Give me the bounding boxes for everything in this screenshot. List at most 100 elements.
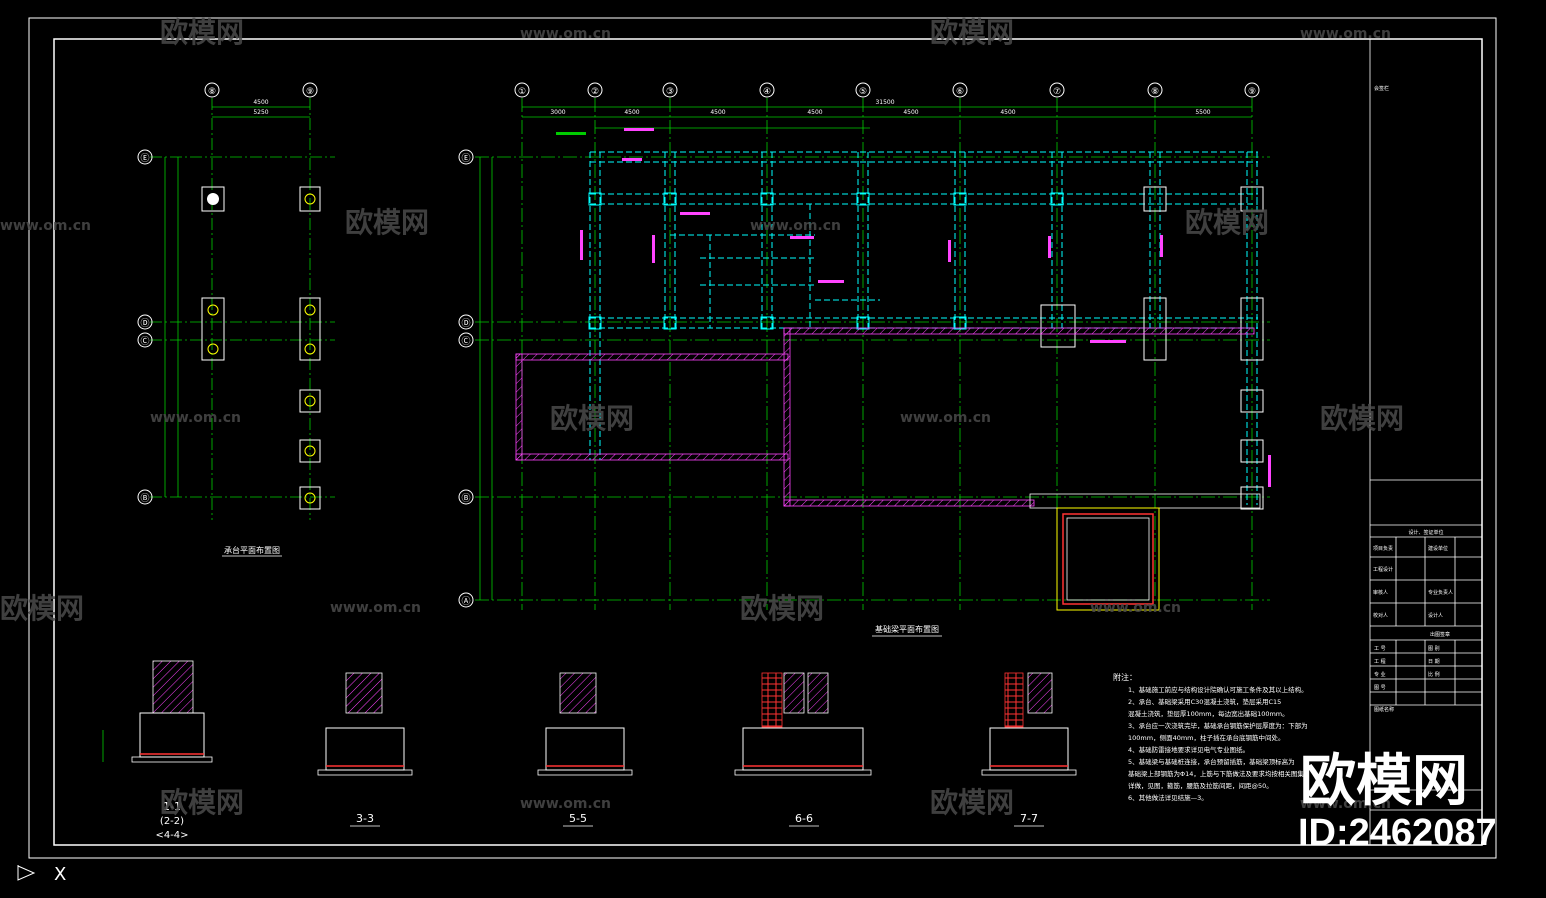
pit-box xyxy=(1056,507,1160,611)
tb-mid-3: 图 号 xyxy=(1374,685,1386,691)
grid-col-4: ④ xyxy=(763,87,771,97)
watermark-brand: 欧模网 xyxy=(1185,206,1269,239)
watermark-brand: 欧模网 xyxy=(1320,402,1404,435)
title-block-text: 会签栏 设计、签证单位 项目负责 工程设计 审核人 校对人 建设单位 专业负责人… xyxy=(1373,85,1453,713)
grid-col-1: ① xyxy=(518,87,526,97)
beam-annotations xyxy=(580,128,1271,487)
tb-row-1: 项目负责 xyxy=(1373,545,1393,552)
tb-midr-0: 图 别 xyxy=(1428,645,1440,652)
note-line: 6、其他做法详见结施—3。 xyxy=(1128,793,1208,802)
tb-bottom-label: 图纸名称 xyxy=(1374,706,1394,713)
section-label-7-7: 7-7 xyxy=(1020,812,1038,825)
watermark-url: www.om.cn xyxy=(0,218,91,234)
inner-border xyxy=(53,38,1483,846)
note-line: 混凝土浇筑，垫层厚100mm，每边宽出基础100mm。 xyxy=(1128,709,1289,718)
grid-col-9: ⑨ xyxy=(1248,87,1256,97)
dim-small-top2: 5250 xyxy=(253,109,268,116)
watermark-brand: 欧模网 xyxy=(345,206,429,239)
tb-midr-2: 比 例 xyxy=(1428,671,1440,678)
section-sub-2-2: (2-2) xyxy=(160,816,184,827)
grid-label-9: ⑨ xyxy=(306,87,314,97)
grid-row-e-small: Ⓔ xyxy=(140,153,149,164)
watermark-brand: 欧模网 xyxy=(160,786,244,819)
grid-col-8: ⑧ xyxy=(1151,87,1159,97)
tb-row-0: 设计、签证单位 xyxy=(1408,529,1443,536)
ucs-x-label: X xyxy=(54,864,66,885)
grid-row-e: Ⓔ xyxy=(461,153,470,164)
watermark-id: ID:2462087 xyxy=(1298,812,1497,854)
section-6-6: 6-6 xyxy=(734,672,872,827)
dim-small-top: 4500 xyxy=(253,99,268,106)
grid-row-b-small: Ⓑ xyxy=(140,493,149,504)
note-line: 基础梁上部钢筋为Φ14，上筋与下筋做法及要求均按相关图集 xyxy=(1128,769,1304,778)
grid-row-c: Ⓒ xyxy=(461,336,470,347)
watermark-brand: 欧模网 xyxy=(930,786,1014,819)
tb-mid-0: 工 号 xyxy=(1374,646,1386,652)
overall-dimension: 31500 xyxy=(875,99,894,106)
tb-right-3: 设计人 xyxy=(1428,612,1443,619)
tb-row-2: 工程设计 xyxy=(1373,566,1393,573)
tb-row-3: 审核人 xyxy=(1373,589,1388,596)
grid-col-7: ⑦ xyxy=(1053,87,1061,97)
grid-row-d: Ⓓ xyxy=(461,318,470,329)
note-line: 5、基础梁与基础桩连接，承台预留插筋，基础梁顶标高为 xyxy=(1128,757,1295,766)
watermark-brand: 欧模网 xyxy=(160,16,244,49)
grid-col-5: ⑤ xyxy=(859,87,867,97)
watermark-url: www.om.cn xyxy=(1300,26,1391,42)
watermark-brand-large: 欧模网 xyxy=(1300,749,1468,812)
bay-dim-2: 4500 xyxy=(624,109,639,116)
watermark-url: www.om.cn xyxy=(750,218,841,234)
section-label-1-1: 1-1 xyxy=(163,800,181,813)
grid-column-labels: ① ② ③ ④ ⑤ ⑥ ⑦ ⑧ ⑨ xyxy=(514,82,1260,98)
section-3-3: 3-3 xyxy=(317,672,413,827)
grid-col-6: ⑥ xyxy=(956,87,964,97)
watermark-brand: 欧模网 xyxy=(550,402,634,435)
tb-midr-1: 日 期 xyxy=(1428,659,1440,665)
note-line: 100mm，侧面40mm，柱子插在承台底钢筋中间处。 xyxy=(1128,733,1285,742)
watermark-url: www.om.cn xyxy=(520,26,611,42)
watermark-brand: 欧模网 xyxy=(0,592,84,625)
note-line: 1、基础施工前应与结构设计院确认可施工条件及其以上结构。 xyxy=(1128,685,1308,694)
section-label-6-6: 6-6 xyxy=(795,812,813,825)
section-sub-4-4: <4-4> xyxy=(155,830,188,841)
watermark-brand: 欧模网 xyxy=(740,592,824,625)
notes-heading: 附注： xyxy=(1113,672,1137,682)
grid-row-b: Ⓑ xyxy=(461,493,470,504)
watermark-url: www.om.cn xyxy=(520,796,611,812)
watermark-url: www.om.cn xyxy=(900,410,991,426)
bay-dim-1: 3000 xyxy=(550,109,565,116)
grid-col-2: ② xyxy=(591,87,599,97)
bay-dim-3: 4500 xyxy=(710,109,725,116)
tb-mid-2: 专 业 xyxy=(1374,671,1386,678)
ground-beam-walls xyxy=(515,327,1261,509)
pile-cap-plan-title: 承台平面布置图 xyxy=(224,545,280,555)
section-5-5: 5-5 xyxy=(537,672,633,827)
note-line: 4、基础防雷接地要求详见电气专业图纸。 xyxy=(1128,745,1249,754)
grid-col-3: ③ xyxy=(666,87,674,97)
note-line: 2、承台、基础梁采用C30混凝土浇筑，垫层采用C15 xyxy=(1128,697,1281,706)
tb-mid-header: 出图签章 xyxy=(1430,631,1450,638)
bay-dim-6: 4500 xyxy=(1000,109,1015,116)
grid-label-8: ⑧ xyxy=(208,87,216,97)
grid-row-c-small: Ⓒ xyxy=(140,336,149,347)
outer-border xyxy=(28,17,1497,859)
section-label-5-5: 5-5 xyxy=(569,812,587,825)
bay-dim-7: 5500 xyxy=(1195,109,1210,116)
section-label-3-3: 3-3 xyxy=(356,812,374,825)
tb-countersign: 会签栏 xyxy=(1374,85,1389,92)
watermark-url: www.om.cn xyxy=(150,410,241,426)
watermarks: 欧模网 欧模网 欧模网 欧模网 欧模网 欧模网 欧模网 欧模网 欧模网 欧模网 … xyxy=(0,16,1404,819)
note-line: 3、承台应一次浇筑完毕，基础承台钢筋保护层厚度为：下部为 xyxy=(1128,721,1308,730)
section-1-1: 1-1 (2-2) <4-4> xyxy=(102,660,213,841)
watermark-brand: 欧模网 xyxy=(930,16,1014,49)
bay-dim-5: 4500 xyxy=(903,109,918,116)
tb-right-2: 专业负责人 xyxy=(1428,589,1453,596)
title-block xyxy=(1369,39,1482,845)
section-7-7: 7-7 xyxy=(981,672,1077,827)
grid-row-d-small: Ⓓ xyxy=(140,318,149,329)
watermark-url: www.om.cn xyxy=(1300,796,1391,812)
tb-mid-1: 工 程 xyxy=(1374,658,1386,665)
general-notes: 附注： 1、基础施工前应与结构设计院确认可施工条件及其以上结构。 2、承台、基础… xyxy=(1113,672,1308,802)
foundation-beam-plan: 31500 Ⓔ Ⓓ Ⓒ Ⓑ Ⓐ xyxy=(458,82,1271,637)
